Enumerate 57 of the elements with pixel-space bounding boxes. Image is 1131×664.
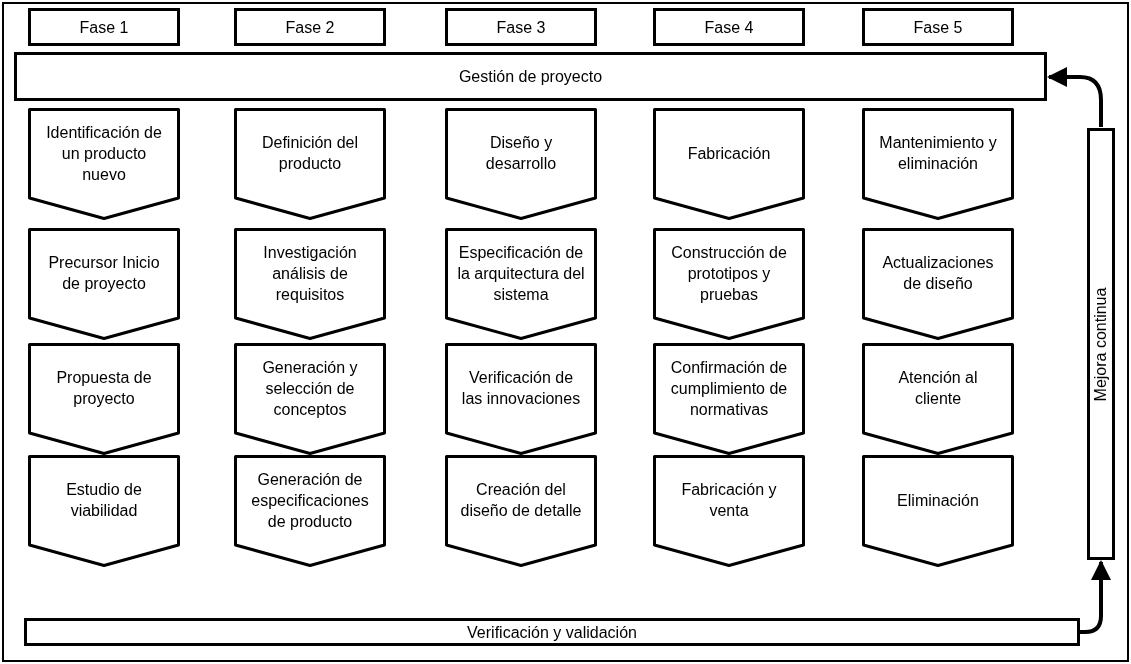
activity-pentagon-box <box>234 455 386 567</box>
activity-pentagon-box <box>234 228 386 340</box>
activity-pentagon-box <box>862 108 1014 220</box>
phase-box <box>862 8 1014 46</box>
band-label: Verificación y validación <box>467 622 637 643</box>
activity-pentagon-box <box>234 343 386 455</box>
activity-pentagon-box <box>445 228 597 340</box>
activity-label: Fabricación y venta <box>680 480 778 521</box>
phase-box <box>234 8 386 46</box>
activity-label: Investigación análisis de requisitos <box>262 242 358 305</box>
activity-pentagon-box <box>445 343 597 455</box>
activity-label: Generación de especificaciones de producto <box>250 469 370 532</box>
phase-box <box>653 8 805 46</box>
band-label: Mejora continua <box>1091 287 1111 401</box>
activity-label: Identificación de un producto nuevo <box>45 122 163 185</box>
activity-label: Propuesta de proyecto <box>55 368 153 409</box>
activity-pentagon-box <box>653 108 805 220</box>
verification-band <box>24 618 1080 646</box>
curved-arrow <box>1047 67 1103 127</box>
phase-label: Fase 3 <box>496 17 546 38</box>
activity-pentagon-box <box>653 228 805 340</box>
activity-label: Verificación de las innovaciones <box>460 368 582 409</box>
activity-label: Construcción de prototipos y pruebas <box>670 242 788 305</box>
phase-label: Fase 2 <box>285 17 335 38</box>
phase-box <box>445 8 597 46</box>
activity-pentagon-box <box>862 228 1014 340</box>
activity-label: Generación y selección de conceptos <box>261 357 359 420</box>
phase-label: Fase 1 <box>79 17 129 38</box>
activity-label: Confirmación de cumplimiento de normativas <box>669 357 789 420</box>
activity-pentagon-box <box>28 228 180 340</box>
activity-label: Precursor Inicio de proyecto <box>47 253 161 294</box>
activity-label: Actualizaciones de diseño <box>881 253 995 294</box>
activity-pentagon-box <box>445 455 597 567</box>
activity-label: Atención al cliente <box>897 368 979 409</box>
activity-label: Creación del diseño de detalle <box>459 480 583 521</box>
activity-pentagon-box <box>28 108 180 220</box>
activity-pentagon-box <box>862 343 1014 455</box>
activity-label: Especificación de la arquitectura del sistema <box>457 242 585 305</box>
activity-pentagon-box <box>653 455 805 567</box>
activity-pentagon-box <box>445 108 597 220</box>
activity-pentagon-box <box>234 108 386 220</box>
band-label: Gestión de proyecto <box>458 67 603 87</box>
activity-pentagon-box <box>653 343 805 455</box>
activity-label: Fabricación <box>687 143 771 164</box>
activity-pentagon-box <box>862 455 1014 567</box>
management-band <box>14 52 1047 101</box>
activity-label: Mantenimiento y eliminación <box>878 133 998 174</box>
activity-label: Estudio de viabilidad <box>65 480 143 521</box>
phase-label: Fase 4 <box>704 17 754 38</box>
activity-pentagon-box <box>28 343 180 455</box>
activity-label: Eliminación <box>897 490 979 511</box>
phase-label: Fase 5 <box>913 17 963 38</box>
phase-box <box>28 8 180 46</box>
improvement-arrow-band <box>1087 128 1115 560</box>
activity-label: Diseño y desarrollo <box>484 133 558 174</box>
activity-pentagon-box <box>28 455 180 567</box>
activity-label: Definición del producto <box>260 133 360 174</box>
